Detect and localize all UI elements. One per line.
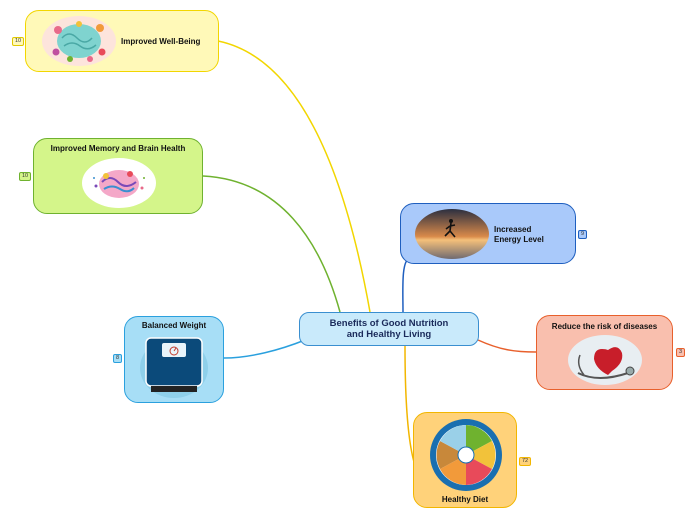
central-topic[interactable]: Benefits of Good Nutrition and Healthy L… (299, 312, 479, 346)
node-weight-label: Balanced Weight (141, 321, 207, 330)
node-disease-label: Reduce the risk of diseases (551, 322, 658, 331)
colorful-brain-icon (82, 158, 156, 208)
node-wellbeing-label: Improved Well-Being (121, 37, 201, 46)
link-diet (404, 345, 415, 463)
badge-weight: 8 (113, 354, 123, 363)
badge-memory: 10 (19, 172, 32, 181)
node-weight[interactable]: Balanced Weight (124, 316, 224, 403)
badge-disease: 3 (676, 348, 686, 357)
brain-flowers-icon (42, 16, 116, 66)
link-energy (402, 257, 411, 313)
node-memory-label: Improved Memory and Brain Health (50, 144, 186, 153)
runner-sunset-icon (415, 209, 489, 259)
badge-wellbeing: 10 (12, 37, 25, 46)
node-energy-label-1: Increased (494, 225, 532, 234)
badge-diet: 72 (519, 457, 532, 466)
link-weight (223, 339, 306, 359)
badge-energy: 9 (578, 230, 588, 239)
node-diet-label: Healthy Diet (441, 495, 489, 504)
node-energy[interactable]: Increased Energy Level (400, 203, 576, 264)
scale-icon (139, 334, 209, 398)
heart-stethoscope-icon (568, 335, 642, 385)
node-disease[interactable]: Reduce the risk of diseases (536, 315, 673, 390)
link-memory (202, 175, 341, 313)
link-wellbeing (217, 40, 371, 313)
central-topic-line1: Benefits of Good Nutrition (329, 318, 449, 329)
node-wellbeing[interactable]: Improved Well-Being (25, 10, 219, 72)
node-energy-label-2: Energy Level (494, 235, 544, 244)
food-plate-icon (428, 417, 504, 493)
central-topic-line2: and Healthy Living (346, 329, 432, 340)
node-diet[interactable]: Healthy Diet (413, 412, 517, 508)
link-disease (477, 339, 537, 353)
node-memory[interactable]: Improved Memory and Brain Health (33, 138, 203, 214)
